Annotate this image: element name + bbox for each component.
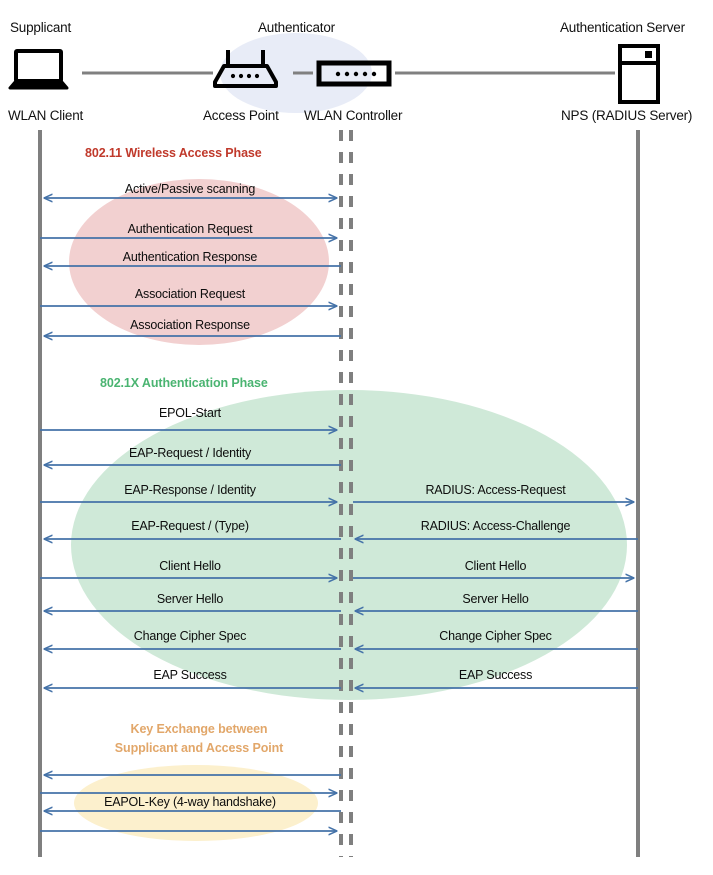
message-label: EAP-Response / Identity	[124, 483, 256, 497]
message-label: Client Hello	[464, 559, 527, 573]
laptop-icon	[8, 49, 69, 90]
phase-2-ellipse	[71, 390, 627, 700]
message-label: Server Hello	[462, 592, 529, 606]
message-label: Association Request	[134, 287, 246, 301]
phase-3-ellipse	[74, 765, 318, 841]
message-label: Server Hello	[156, 592, 224, 606]
actor-device-access-point: Access Point	[203, 108, 279, 123]
message-label: EPOL-Start	[159, 406, 221, 420]
wlan-controller-icon	[316, 60, 392, 87]
access-point-icon	[213, 50, 278, 88]
actor-device-wlan-controller: WLAN Controller	[304, 108, 403, 123]
message-label: Authentication Response	[122, 250, 258, 264]
message-label: EAP Success	[153, 668, 227, 682]
message-label: Change Cipher Spec	[439, 629, 552, 643]
phase-label-key-exchange-line1: Key Exchange between	[130, 722, 268, 736]
phase-label-8021x-authentication: 802.1X Authentication Phase	[100, 376, 268, 390]
message-label: RADIUS: Access-Request	[425, 483, 566, 497]
message-label: EAP Success	[458, 668, 533, 682]
server-icon	[618, 44, 660, 104]
message-label: EAP-Request / (Type)	[131, 519, 249, 533]
phase-label-wireless-access: 802.11 Wireless Access Phase	[85, 146, 262, 160]
message-label: EAPOL-Key (4-way handshake)	[104, 795, 276, 809]
actor-device-wlan-client: WLAN Client	[8, 108, 84, 123]
message-label: Client Hello	[159, 559, 221, 573]
message-label: Active/Passive scanning	[124, 182, 256, 196]
phase-1-ellipse	[69, 179, 329, 345]
phase-label-key-exchange-line2: Supplicant and Access Point	[114, 741, 284, 755]
message-label: EAP-Request / Identity	[128, 446, 252, 460]
actor-role-supplicant: Supplicant	[10, 20, 72, 35]
actor-device-nps-radius-server: NPS (RADIUS Server)	[561, 108, 693, 123]
message-label: Change Cipher Spec	[133, 629, 247, 643]
message-label: RADIUS: Access-Challenge	[420, 519, 571, 533]
message-label: Authentication Request	[127, 222, 253, 236]
actor-role-authentication-server: Authentication Server	[560, 20, 685, 35]
message-label: Association Response	[130, 318, 250, 332]
actor-role-authenticator: Authenticator	[258, 20, 335, 35]
